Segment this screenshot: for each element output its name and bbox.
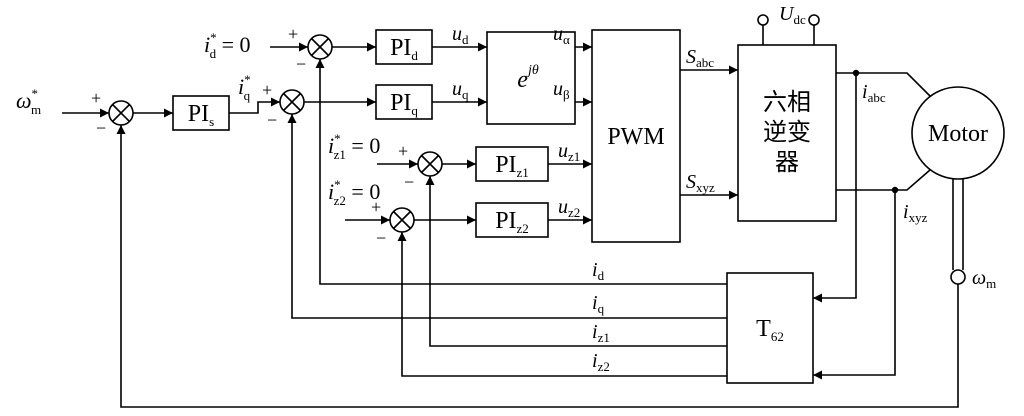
sign-plus-z2: + — [371, 197, 381, 217]
wire-pis-to-sumq — [229, 97, 280, 114]
sign-minus-q: − — [267, 110, 277, 130]
pi-z2-label: PIz2 — [495, 208, 529, 236]
id-ref-label: i*d = 0 — [204, 30, 251, 61]
inverter-block — [737, 44, 837, 222]
pi-q-label: PIq — [390, 90, 418, 118]
iz2-ref-label: i*z2 = 0 — [328, 177, 380, 208]
uz1-label: uz1 — [558, 140, 580, 164]
pi-z2-block — [475, 202, 549, 238]
transform-label: ejθ — [517, 63, 539, 93]
wire-fb-iz1 — [425, 176, 727, 347]
inverter-label-line3: 器 — [775, 150, 799, 176]
sign-minus-z2: − — [376, 228, 386, 248]
sabc-label: Sabc — [686, 46, 714, 70]
uz2-label: uz2 — [558, 196, 580, 220]
sum-q — [279, 89, 305, 115]
pi-d-block — [375, 29, 433, 65]
sign-plus-d: + — [288, 24, 298, 44]
pi-q-block — [375, 84, 433, 120]
pi-z1-label: PIz1 — [495, 152, 529, 180]
pwm-label: PWM — [607, 124, 664, 150]
wire-fb-iq — [287, 114, 727, 319]
pi-s-label: PIs — [188, 101, 214, 129]
udc-terminal-left — [757, 14, 769, 26]
sign-minus-speed: − — [96, 118, 106, 138]
wire-xyz-phase — [836, 169, 931, 191]
sum-speed — [108, 100, 134, 126]
omega-m-label: ωm — [972, 267, 996, 291]
sign-minus-d: − — [296, 54, 306, 74]
iq-ref-label: i*q — [238, 72, 251, 103]
pwm-block — [591, 29, 681, 243]
wire-abc-phase — [836, 72, 931, 97]
fb-id-label: id — [592, 259, 605, 283]
sign-plus-speed: + — [91, 88, 101, 108]
sum-z1 — [417, 151, 443, 177]
udc-terminal-right — [808, 14, 820, 26]
sxyz-label: Sxyz — [686, 171, 715, 195]
ixyz-label: ixyz — [903, 201, 928, 225]
wire-ixyz-to-t62 — [813, 190, 896, 380]
wire-fb-omega — [116, 125, 959, 408]
sum-d — [307, 34, 333, 60]
inverter-label-line2: 逆变 — [763, 119, 811, 146]
t62-block — [726, 272, 814, 384]
t62-label: T62 — [756, 316, 784, 344]
motor-circle — [911, 86, 1005, 180]
uq-label: uq — [452, 78, 469, 102]
pi-d-label: PId — [390, 35, 418, 63]
motor-label: Motor — [928, 121, 988, 147]
omega-ref-label: ω*m — [16, 86, 41, 117]
udc-label: Udc — [779, 3, 806, 27]
iz1-ref-label: i*z1 = 0 — [328, 131, 380, 162]
ualpha-label: uα — [553, 23, 570, 47]
sign-plus-z1: + — [398, 141, 408, 161]
transform-block — [486, 31, 576, 125]
wire-fb-id — [315, 59, 727, 285]
fb-iz1-label: iz1 — [592, 321, 610, 345]
fb-iq-label: iq — [592, 292, 605, 316]
iabc-label: iabc — [862, 81, 886, 105]
wire-fb-iz2 — [397, 232, 727, 377]
ud-label: ud — [452, 23, 469, 47]
ubeta-label: uβ — [553, 78, 570, 102]
sum-z2 — [389, 207, 415, 233]
fb-iz2-label: iz2 — [592, 350, 610, 374]
speed-sensor — [950, 269, 966, 285]
inverter-label-line1: 六相 — [763, 89, 811, 116]
wire-iabc-to-t62 — [813, 73, 857, 303]
sign-minus-z1: − — [404, 172, 414, 192]
sign-plus-q: + — [262, 80, 272, 100]
